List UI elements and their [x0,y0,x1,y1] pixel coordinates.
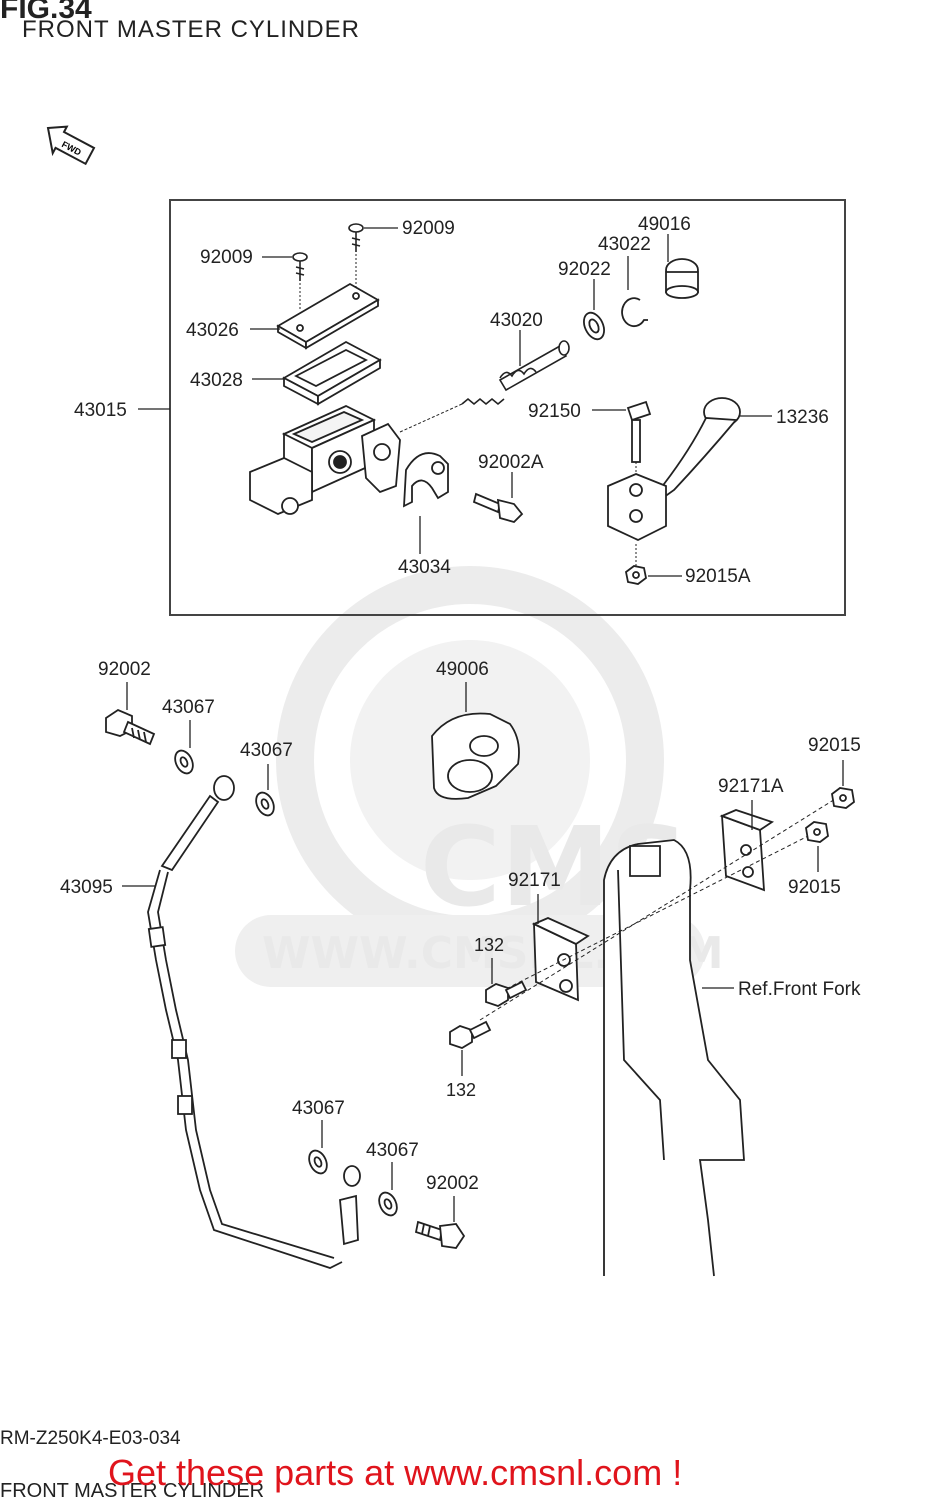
cms-watermark: CMS WWW.CMSNL.COM [235,566,724,987]
figure-number: FIG.34 [0,0,92,25]
bolt-132-upper[interactable] [485,980,528,1007]
screw-92009-left[interactable] [292,252,308,281]
nut-92015-top[interactable] [831,787,855,809]
brake-hose-43095[interactable] [147,775,361,1269]
buy-parts-link[interactable]: Get these parts at www.cmsnl.com ! [108,1452,683,1493]
master-cylinder-assembly-box [169,199,846,616]
screw-92009-right[interactable] [348,223,364,252]
model-code: RM-Z250K4-E03-034 [0,1428,181,1449]
callout-92171: 92171 [508,870,561,891]
fwd-arrow-icon: FWD [46,125,96,166]
nut-92015-bottom[interactable] [805,821,829,843]
callout-92002-bottom: 92002 [426,1173,479,1194]
callout-49006: 49006 [436,659,489,680]
piston-kit-43020[interactable] [461,340,570,406]
clamp-bolt-92002a[interactable] [472,492,524,524]
callout-43095: 43095 [60,877,113,898]
callout-92015-bottom: 92015 [788,877,841,898]
callout-43022: 43022 [598,234,651,255]
bolt-132-lower[interactable] [449,1020,492,1049]
bracket-92171a[interactable] [719,809,775,892]
callout-132-lower: 132 [446,1080,476,1100]
callout-43067-bottom-1: 43067 [292,1098,345,1119]
figure-title: FRONT MASTER CYLINDER [22,16,360,43]
washer-43067-top-1[interactable] [172,748,197,777]
bracket-92171[interactable] [531,917,590,1002]
front-fork-reference [603,839,745,1277]
circlip-43022[interactable] [621,297,648,328]
section-name: FRONT MASTER CYLINDER [0,1480,265,1502]
handlebar-clamp-43034[interactable] [403,452,449,508]
callout-43067-bottom-2: 43067 [366,1140,419,1161]
callout-43015: 43015 [74,400,127,421]
callout-92015-top: 92015 [808,735,861,756]
callout-92150: 92150 [528,401,581,422]
callout-92022: 92022 [558,259,611,280]
diaphragm-43028[interactable] [282,340,382,406]
washer-92022[interactable] [580,310,608,343]
callout-92009-left: 92009 [200,247,253,268]
master-cylinder-body-43015[interactable] [249,405,401,515]
washer-43067-bottom-2[interactable] [376,1190,401,1219]
callout-43067-top-1: 43067 [162,697,215,718]
callout-43026: 43026 [186,320,239,341]
callout-92002-top: 92002 [98,659,151,680]
boot-49016[interactable] [665,258,699,299]
callout-49016: 49016 [638,214,691,235]
washer-43067-bottom-1[interactable] [306,1148,331,1177]
callout-132-upper: 132 [474,935,504,955]
callout-43067-top-2: 43067 [240,740,293,761]
callout-ref-front-fork: Ref.Front Fork [738,979,861,1000]
reservoir-cover-49006[interactable] [431,712,520,800]
callout-92002a: 92002A [478,452,544,473]
callout-43020: 43020 [490,310,543,331]
nut-92015a[interactable] [625,565,647,585]
callout-43034: 43034 [398,557,451,578]
callout-92171a: 92171A [718,776,784,797]
washer-43067-top-2[interactable] [253,790,278,819]
reservoir-cap-43026[interactable] [276,282,380,350]
callout-92009-right: 92009 [402,218,455,239]
banjo-bolt-92002-top[interactable] [105,708,156,746]
callout-13236: 13236 [776,407,829,428]
callout-92015a: 92015A [685,566,751,587]
brake-lever-13236[interactable] [607,397,741,541]
pivot-bolt-92150[interactable] [626,400,652,463]
banjo-bolt-92002-bottom[interactable] [414,1220,466,1249]
callout-43028: 43028 [190,370,243,391]
